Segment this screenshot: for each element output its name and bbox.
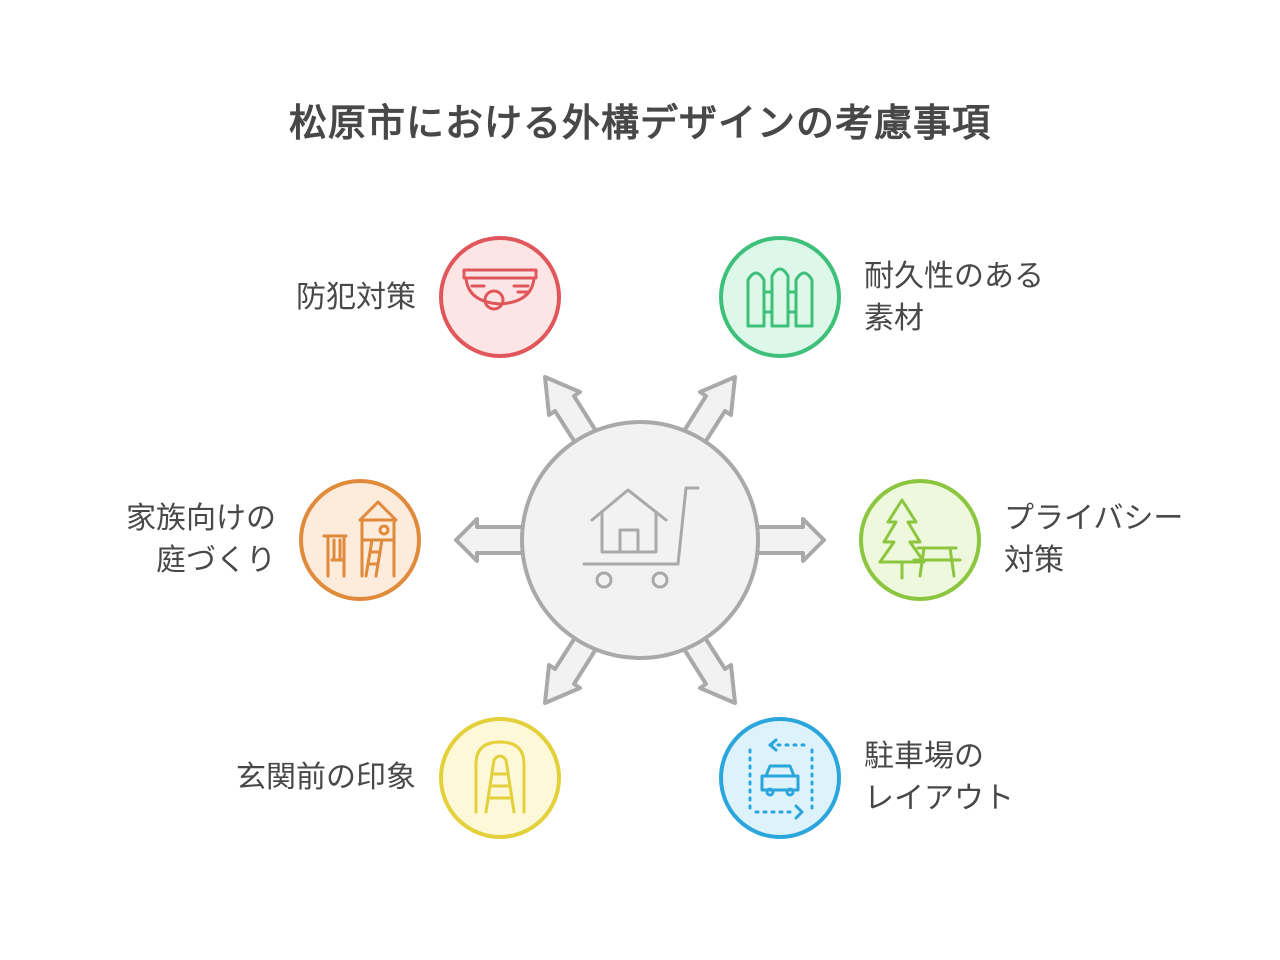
label-entrance: 玄関前の印象 [236, 757, 416, 799]
label-parking-line-2: レイアウト [864, 781, 1014, 816]
node-circle-entrance [439, 717, 561, 839]
arrow-down-right [682, 634, 737, 705]
arrow-left [454, 517, 527, 563]
shopping-cart-house-icon [582, 486, 700, 589]
arrow-up-left [543, 375, 598, 446]
node-circle-security [439, 236, 561, 358]
label-parking-line-1: 駐車場の [864, 739, 984, 774]
playground-icon [322, 500, 398, 578]
security-camera-icon [462, 268, 538, 311]
arrow-right [753, 517, 826, 563]
arrow-down-left [543, 634, 598, 705]
node-circle-parking [719, 717, 841, 839]
node-entrance [439, 717, 561, 839]
label-security-line-1: 防犯対策 [296, 280, 416, 315]
car-parking-icon [748, 738, 814, 820]
label-parking: 駐車場の レイアウト [864, 736, 1014, 820]
node-security [439, 236, 561, 358]
node-circle-durable [719, 236, 841, 358]
entrance-steps-icon [474, 740, 526, 814]
label-family-line-1: 家族向けの [126, 501, 276, 536]
label-privacy-line-1: プライバシー [1004, 501, 1184, 536]
center-hub [454, 375, 826, 705]
label-family-line-2: 庭づくり [156, 543, 276, 578]
node-circle-family [299, 479, 421, 601]
node-family [299, 479, 421, 601]
arrow-up-right [682, 375, 737, 446]
node-parking [719, 717, 841, 839]
fence-icon [746, 267, 814, 328]
tree-bench-icon [878, 498, 962, 580]
label-security: 防犯対策 [296, 277, 416, 319]
node-privacy [859, 479, 981, 601]
label-family: 家族向けの 庭づくり [126, 498, 276, 582]
diagram-title: 松原市における外構デザインの考慮事項 [288, 101, 991, 145]
label-entrance-line-1: 玄関前の印象 [236, 760, 416, 795]
label-durable-line-1: 耐久性のある [864, 259, 1044, 294]
label-privacy: プライバシー 対策 [1004, 498, 1183, 582]
node-durable [719, 236, 841, 358]
label-durable-line-2: 素材 [864, 301, 924, 336]
label-privacy-line-2: 対策 [1004, 543, 1064, 578]
center-circle [520, 420, 760, 660]
label-durable: 耐久性のある 素材 [864, 256, 1044, 340]
